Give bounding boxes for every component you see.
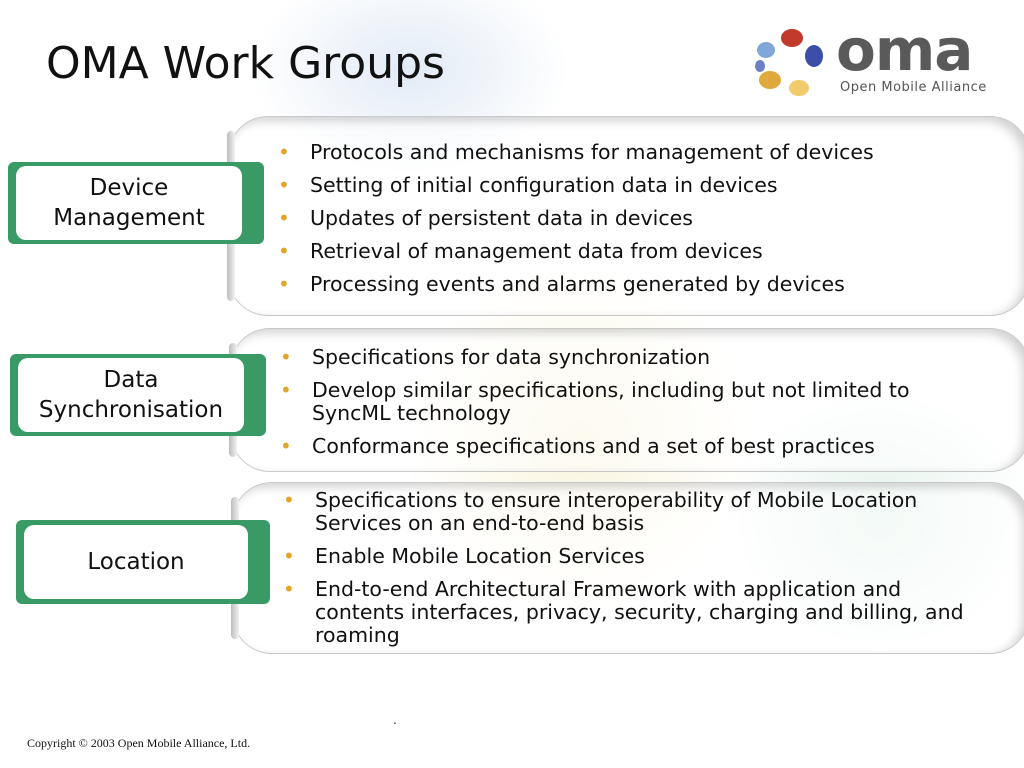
bullet-dot: •	[278, 272, 290, 296]
logo-dot	[781, 29, 803, 47]
group-label-box: Device Management	[16, 166, 242, 240]
group-panel-device-management	[227, 116, 1024, 316]
logo-wordmark: oma	[836, 16, 973, 84]
bullet-list-device-management: • Protocols and mechanisms for management…	[278, 141, 998, 306]
bullet-text: Conformance specifications and a set of …	[312, 434, 875, 458]
logo-dot	[755, 60, 765, 72]
center-mark: .	[393, 713, 397, 727]
group-label-line: Data	[103, 367, 159, 393]
oma-logo: oma Open Mobile Alliance	[752, 20, 1002, 100]
logo-tagline: Open Mobile Alliance	[840, 80, 987, 95]
oma-logo-dots-icon	[755, 29, 823, 96]
bullet-text: Processing events and alarms generated b…	[310, 272, 845, 296]
bullet-text: Updates of persistent data in devices	[310, 206, 693, 230]
bullet-list-location: • Specifications to ensure interoperabili…	[283, 489, 973, 657]
bullet-item: • Setting of initial configuration data i…	[278, 174, 998, 197]
group-label-box: Location	[24, 525, 248, 599]
copyright-footer: Copyright © 2003 Open Mobile Alliance, L…	[27, 736, 251, 750]
bullet-text: Protocols and mechanisms for management …	[310, 140, 874, 164]
bullet-list-data-synchronisation: • Specifications for data synchronization…	[280, 346, 970, 468]
bullet-dot: •	[278, 173, 290, 197]
bullet-item: • Updates of persistent data in devices	[278, 207, 998, 230]
group-tab-device-management: Device Management	[8, 162, 264, 244]
bullet-item: • Protocols and mechanisms for management…	[278, 141, 998, 164]
bullet-item: • Conformance specifications and a set of…	[280, 435, 970, 458]
group-label-line: Management	[53, 205, 205, 231]
bullet-item: • End-to-end Architectural Framework with…	[283, 578, 973, 647]
bullet-dot: •	[280, 378, 292, 402]
bullet-dot: •	[280, 345, 292, 369]
bullet-dot: •	[283, 544, 295, 568]
bullet-text: Develop similar specifications, includin…	[312, 378, 910, 425]
bullet-dot: •	[283, 488, 295, 512]
logo-dot	[789, 80, 809, 96]
bullet-text: End-to-end Architectural Framework with …	[315, 577, 964, 647]
bullet-item: • Enable Mobile Location Services	[283, 545, 973, 568]
slide-title: OMA Work Groups	[46, 38, 445, 89]
bullet-item: • Retrieval of management data from devic…	[278, 240, 998, 263]
bullet-item: • Specifications to ensure interoperabili…	[283, 489, 973, 535]
bullet-dot: •	[278, 206, 290, 230]
group-tab-data-synchronisation: Data Synchronisation	[10, 354, 266, 436]
bullet-text: Specifications to ensure interoperabilit…	[315, 488, 918, 535]
logo-dot	[759, 71, 781, 89]
bullet-dot: •	[278, 140, 290, 164]
bullet-dot: •	[283, 577, 295, 601]
bullet-text: Specifications for data synchronization	[312, 345, 711, 369]
bullet-text: Retrieval of management data from device…	[310, 239, 763, 263]
bullet-dot: •	[280, 434, 292, 458]
group-label-line: Location	[87, 549, 185, 575]
bullet-item: • Develop similar specifications, includi…	[280, 379, 970, 425]
bullet-text: Enable Mobile Location Services	[315, 544, 645, 568]
group-label-line: Synchronisation	[38, 397, 224, 423]
group-label-line: Device	[89, 175, 169, 201]
bullet-item: • Specifications for data synchronization	[280, 346, 970, 369]
bullet-text: Setting of initial configuration data in…	[310, 173, 778, 197]
bullet-item: • Processing events and alarms generated …	[278, 273, 998, 296]
group-tab-location: Location	[16, 520, 270, 604]
bullet-dot: •	[278, 239, 290, 263]
logo-dot	[757, 42, 775, 58]
logo-dot	[805, 45, 823, 67]
group-label-box: Data Synchronisation	[18, 358, 244, 432]
